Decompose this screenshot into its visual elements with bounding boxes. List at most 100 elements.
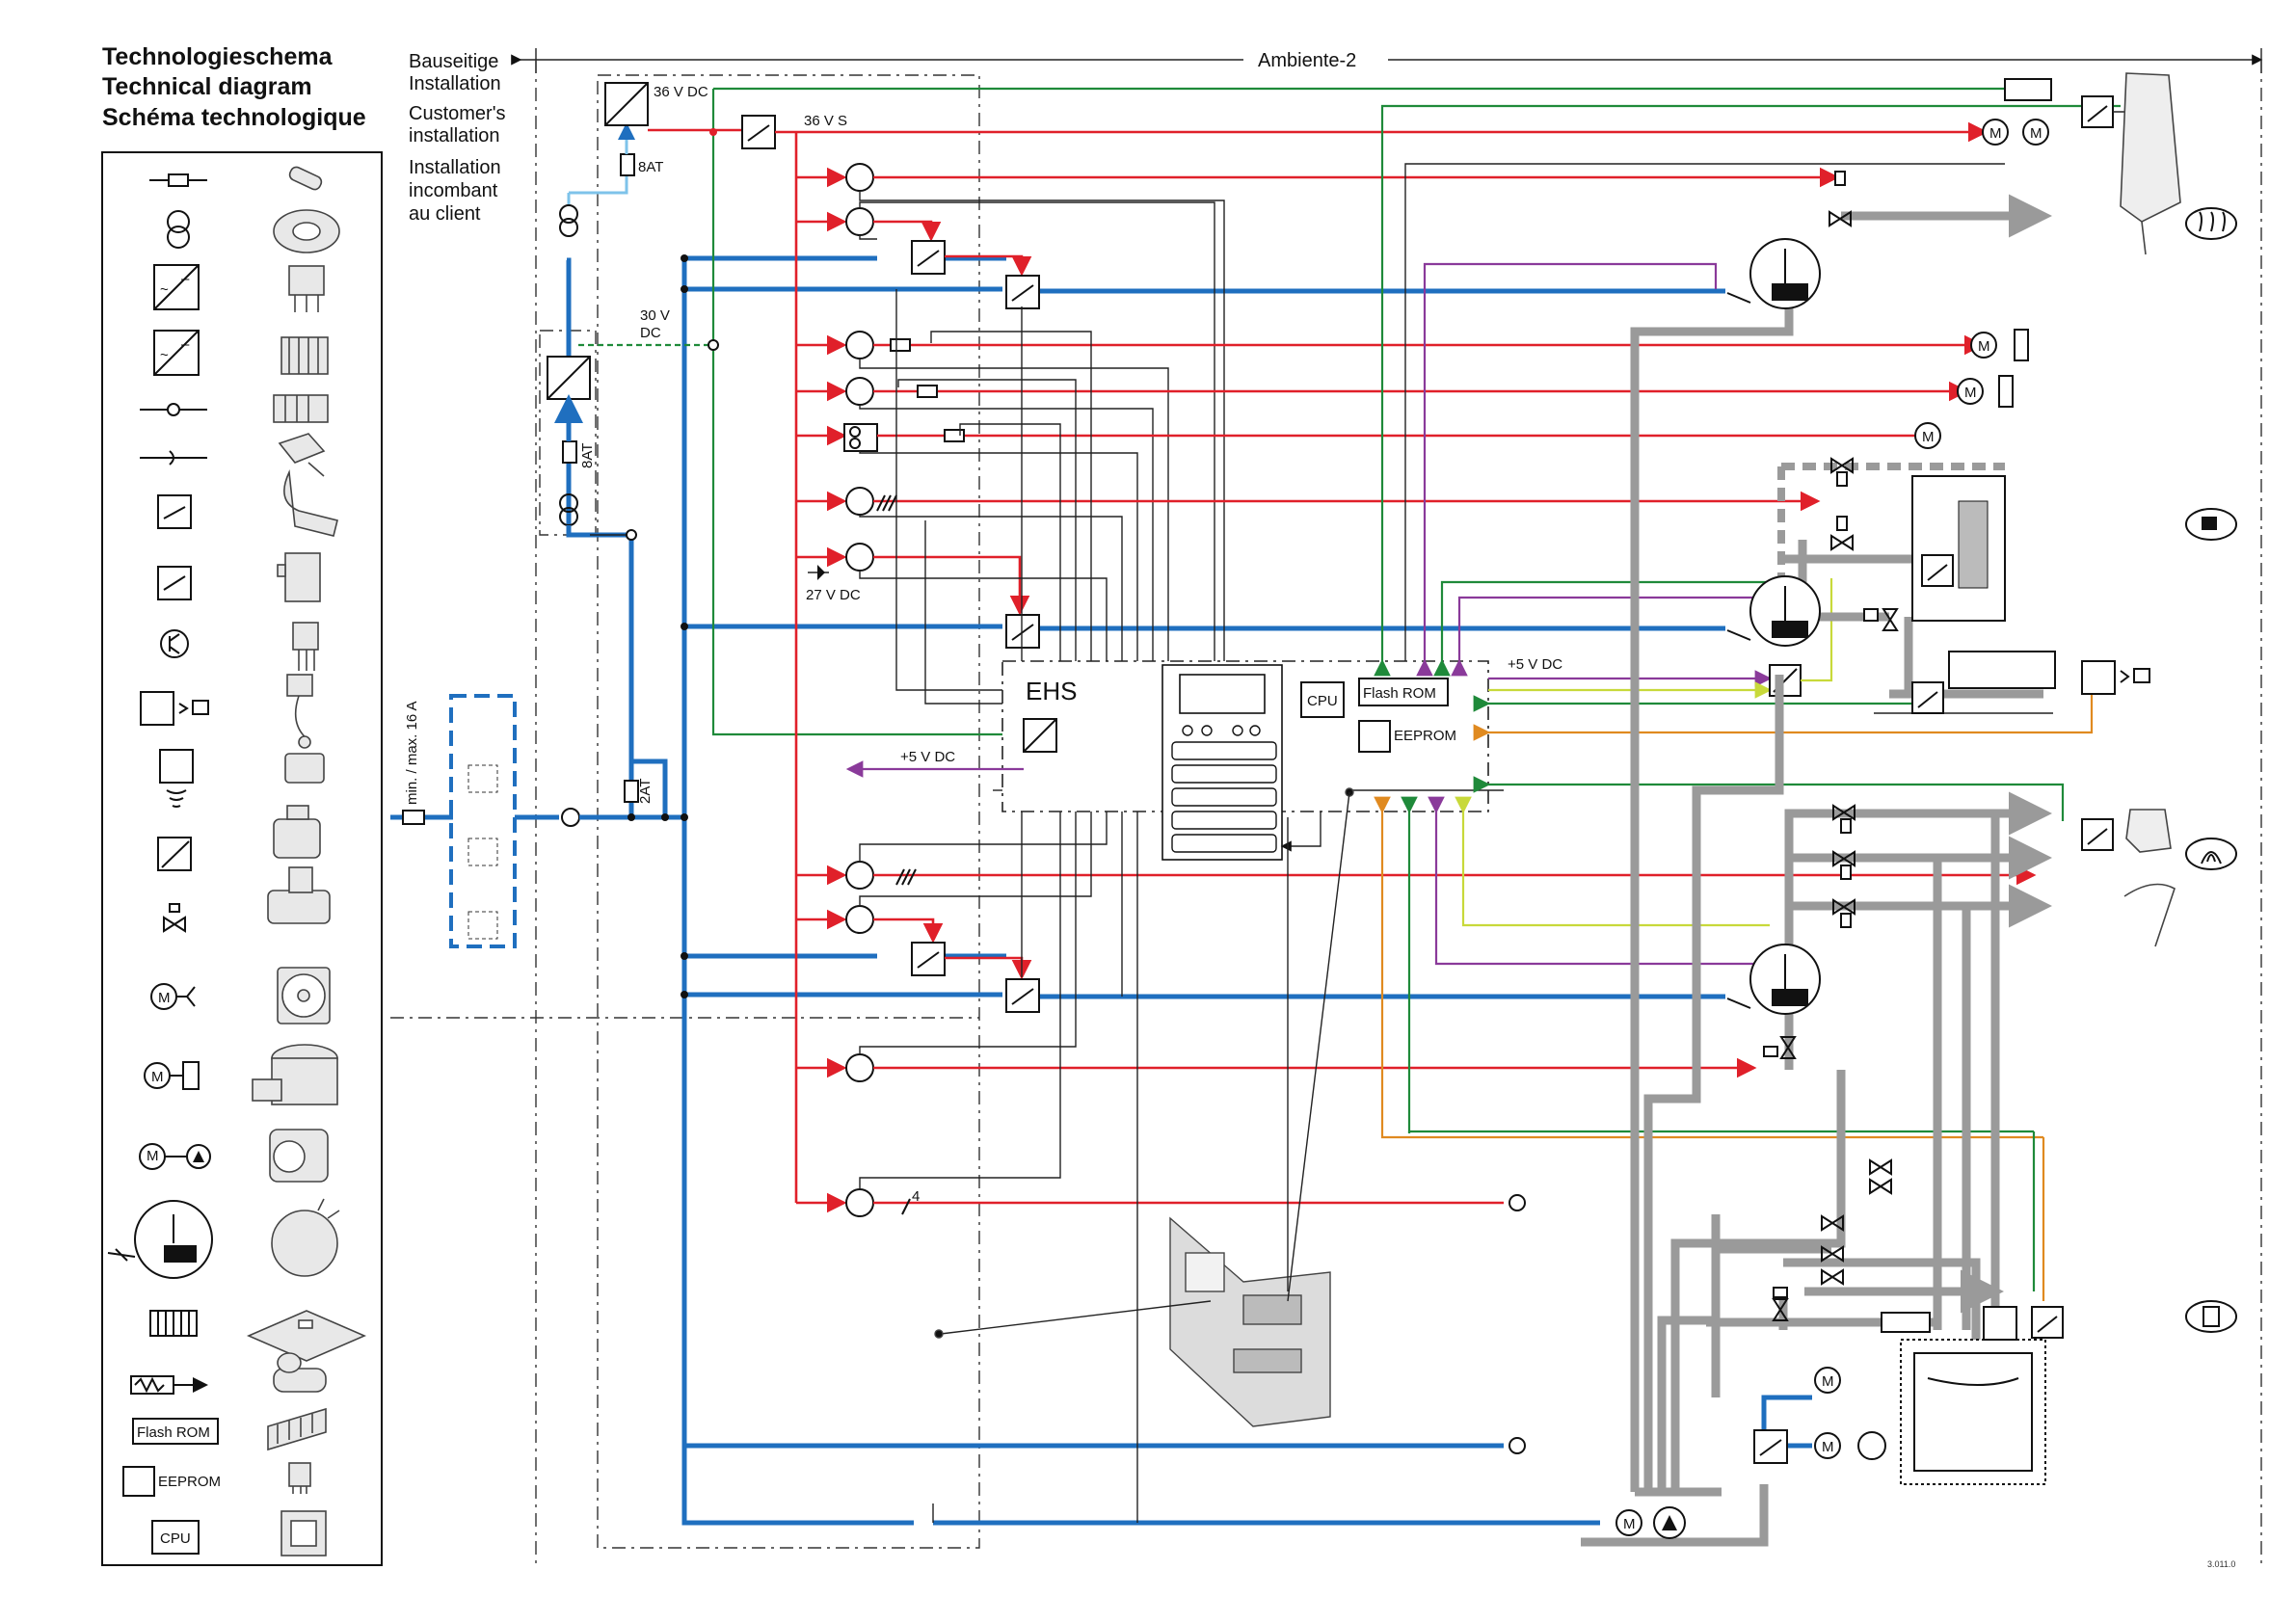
grinder-photo-icon bbox=[252, 1044, 338, 1105]
motors: M M M M M M M M bbox=[1615, 78, 2052, 1539]
eeprom-label: EEPROM bbox=[1394, 728, 1456, 744]
relay-photo-icon bbox=[277, 552, 321, 602]
pump-motor-1-icon: M bbox=[1814, 1367, 1841, 1394]
fuse-2at-label: 2AT bbox=[637, 779, 654, 804]
heater-element-icon bbox=[149, 1310, 198, 1337]
cpu-chip-photo-icon bbox=[280, 1510, 327, 1556]
fan-motor-1-icon: M bbox=[1982, 119, 2009, 146]
label-5v-dc-left: +5 V DC bbox=[900, 749, 955, 765]
installation-de-1: Bauseitige bbox=[409, 51, 498, 72]
pump-photo-icon bbox=[269, 1129, 329, 1183]
transistor-6 bbox=[796, 487, 1821, 675]
function-icons bbox=[2185, 207, 2237, 1333]
boiler-photo-icon bbox=[271, 1198, 340, 1277]
relay-icon bbox=[157, 494, 192, 529]
installation-note: Bauseitige Installation Customer's insta… bbox=[409, 51, 506, 225]
svg-text:M: M bbox=[1978, 338, 1990, 355]
label-36v-dc: 36 V DC bbox=[654, 84, 708, 100]
water-tank bbox=[1508, 1194, 2064, 1485]
legend: ~– ~– M M M Flash ROM EEPROM CPU bbox=[101, 151, 383, 1566]
drip-tray-switch-icon bbox=[1911, 681, 1944, 714]
title-fr: Schéma technologique bbox=[102, 104, 366, 131]
svg-text:–: – bbox=[181, 271, 190, 287]
heater-block-icon bbox=[2004, 78, 2052, 101]
fuse-icon bbox=[149, 173, 207, 187]
pressure-switch-photo-icon bbox=[273, 805, 321, 859]
solenoid-valve-7 bbox=[1832, 898, 1855, 928]
solenoid-valve-3 bbox=[1830, 516, 1854, 551]
svg-text:M: M bbox=[2030, 125, 2042, 142]
svg-text:~: ~ bbox=[160, 281, 169, 298]
level-sensor-icon bbox=[159, 749, 194, 808]
solenoid-valve-9 bbox=[1869, 1158, 1892, 1195]
svg-text:M: M bbox=[1822, 1439, 1834, 1455]
fan-motor-icon: M bbox=[150, 983, 196, 1010]
eeprom-chip-photo-icon bbox=[288, 1462, 311, 1494]
title-en: Technical diagram bbox=[102, 73, 312, 100]
brewer-switch-icon bbox=[1921, 554, 1954, 587]
cpu-label: CPU bbox=[1307, 693, 1338, 709]
grinder-motor-1-icon: M bbox=[1970, 329, 2029, 361]
grinder-motor-2-icon: M bbox=[1957, 375, 2014, 408]
heater-photo-icon bbox=[246, 1310, 367, 1362]
label-36v-s: 36 V S bbox=[804, 113, 847, 129]
svg-text:M: M bbox=[1964, 385, 1977, 401]
transistor-drivers: 27 V DC bbox=[796, 163, 2037, 1523]
svg-text:~: ~ bbox=[160, 347, 169, 363]
milk-switch-icon bbox=[2081, 818, 2114, 851]
flow-heater-photo-icon bbox=[273, 1352, 327, 1393]
label-5v-dc-right: +5 V DC bbox=[1508, 656, 1562, 673]
transformer-icon bbox=[167, 210, 190, 249]
flash-rom-chip-icon bbox=[1358, 678, 1449, 706]
legend-flash-rom-label: Flash ROM bbox=[137, 1424, 210, 1441]
mid-power-supply: 30 V DC 8AT 2AT bbox=[547, 307, 719, 804]
flash-rom-label: Flash ROM bbox=[1363, 685, 1436, 702]
plug-photo-icon bbox=[278, 433, 326, 477]
fuse-8at-top-icon bbox=[620, 153, 635, 176]
svg-text:M: M bbox=[1623, 1516, 1636, 1532]
boiler-icon bbox=[107, 1200, 213, 1279]
flow-heater-icon bbox=[130, 1375, 208, 1395]
pump-motor-icon: M bbox=[139, 1143, 211, 1170]
relay-pair-1 bbox=[911, 240, 1040, 309]
coffee-cup-icon bbox=[2185, 508, 2237, 541]
label-30v-1: 30 V bbox=[640, 307, 670, 324]
panel-display bbox=[1179, 674, 1266, 714]
connector-strip-photo-icon bbox=[267, 1407, 327, 1451]
solenoid-valve-1 bbox=[1829, 171, 1852, 227]
fuse-8at-mid-icon bbox=[562, 440, 577, 464]
solenoid-valve-2 bbox=[1830, 457, 1854, 487]
transistor-11: 4 bbox=[796, 810, 1504, 1217]
grinder-motor-icon: M bbox=[144, 1061, 200, 1090]
pressure-switch-icon bbox=[157, 837, 192, 871]
mains-connector-icon bbox=[561, 808, 580, 827]
transistor-9 bbox=[796, 810, 1092, 1013]
svg-text:M: M bbox=[1989, 125, 2002, 142]
installation-en-2: installation bbox=[409, 125, 500, 146]
door-switch-icon bbox=[2081, 95, 2114, 128]
installation-de-2: Installation bbox=[409, 73, 501, 94]
plug-connector-icon bbox=[140, 450, 207, 466]
title-block: Technologieschema Technical diagram Sché… bbox=[102, 43, 366, 131]
installation-fr-1: Installation bbox=[409, 157, 501, 178]
ehs-label: EHS bbox=[1026, 677, 1077, 705]
plug-1-icon bbox=[1508, 1194, 1526, 1211]
installation-en-1: Customer's bbox=[409, 103, 506, 124]
boiler-steam bbox=[1726, 575, 1821, 647]
water-tank-small-icon bbox=[2185, 1300, 2237, 1333]
cup-sensor-icon bbox=[140, 691, 209, 726]
plug-2-icon bbox=[1508, 1437, 1526, 1454]
relay-contact-icon bbox=[157, 566, 192, 600]
transistor-10 bbox=[796, 810, 1757, 1082]
transistor-1-icon bbox=[845, 163, 874, 192]
transistor-icon bbox=[160, 629, 189, 658]
mains-input: min. / max. 16 A bbox=[390, 694, 684, 948]
boiler-coffee bbox=[1726, 238, 1821, 309]
fuse-2at-icon bbox=[624, 780, 639, 803]
fuse-8at-top-label: 8AT bbox=[638, 159, 663, 175]
ambient-dimension: Ambiente-2 bbox=[511, 48, 2263, 73]
legend-frame bbox=[101, 151, 383, 1566]
legend-eeprom: EEPROM bbox=[122, 1466, 221, 1497]
cup-sensor-right-icon bbox=[2081, 660, 2116, 695]
